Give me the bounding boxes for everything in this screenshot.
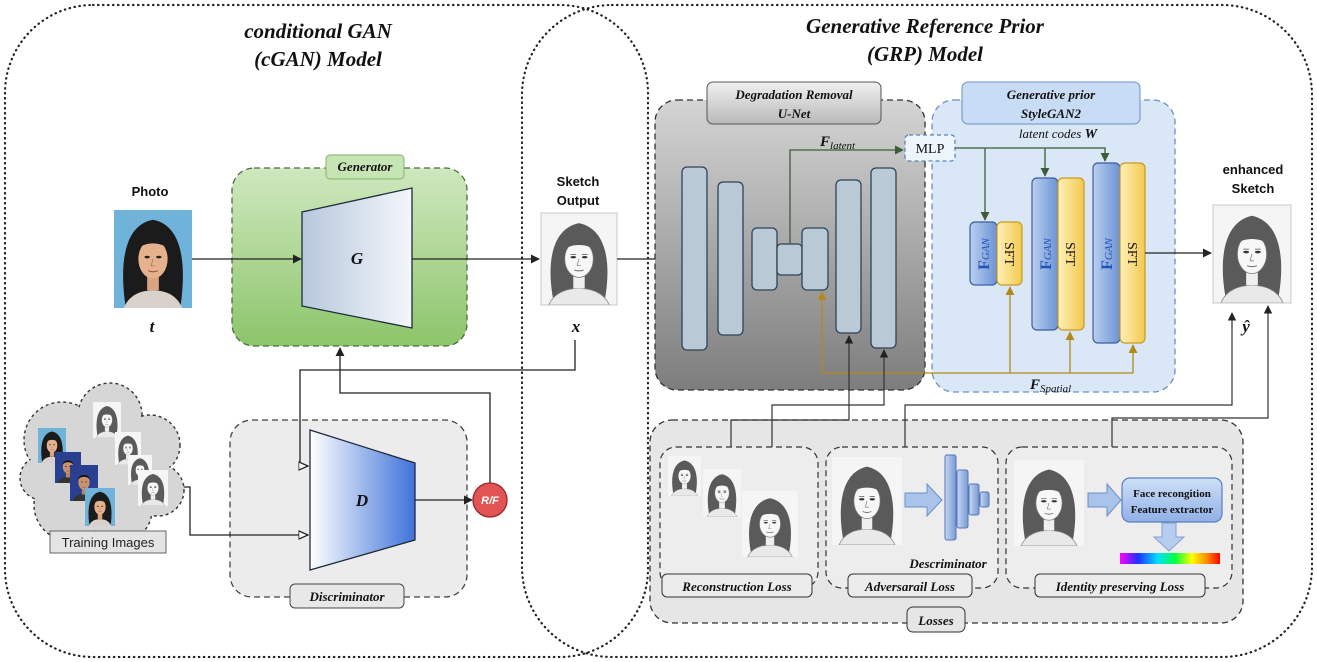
discriminator-network <box>309 429 416 571</box>
fgan-block-3-label: FGAN <box>1099 237 1116 269</box>
training-photo-4 <box>85 488 115 526</box>
sft-block-2 <box>1057 177 1085 331</box>
sketch-output-image <box>541 213 617 305</box>
losses-tab <box>906 606 966 633</box>
sft-block-2-label: SFT <box>1062 242 1077 267</box>
recon-to-decoder2-line <box>730 335 854 447</box>
descriminator-label: Descriminator <box>908 556 987 571</box>
enhanced-label-line1: enhanced <box>1223 162 1284 177</box>
generator-label: Generator <box>338 159 394 174</box>
cgan-title-line1: conditional GAN <box>244 19 392 43</box>
generator-symbol: G <box>351 249 364 268</box>
adversarial-input-arrow <box>904 482 943 518</box>
reconstruction-loss-tab <box>661 573 813 598</box>
identity-sketch <box>1014 460 1084 546</box>
unet-encoder-layer-1 <box>681 166 708 351</box>
sft-block-3-label: SFT <box>1124 242 1139 267</box>
identity-to-output-line <box>1111 305 1273 447</box>
mlp-to-codes-line <box>955 147 1110 162</box>
generative-prior-tab <box>961 81 1141 125</box>
enhanced-sketch-image <box>1213 205 1291 303</box>
adversarial-loss-label: Adversarail Loss <box>864 579 955 594</box>
cgan-title-line2: (cGAN) Model <box>254 47 382 71</box>
generator-network <box>301 187 413 329</box>
photo-image <box>114 210 192 308</box>
feature-vector-bar <box>1120 553 1220 564</box>
real-fake-label: R/F <box>481 495 499 507</box>
enhanced-sketch-frame <box>1212 204 1292 304</box>
sft-block-1 <box>996 221 1023 286</box>
losses-label: Losses <box>917 613 953 628</box>
mlp-label: MLP <box>916 142 945 157</box>
reconstruction-loss-label: Reconstruction Loss <box>681 579 791 594</box>
grp-title-line2: (GRP) Model <box>867 42 983 66</box>
reconstruction-sketch-large <box>742 491 798 557</box>
f-spatial-label: FSpatial <box>1029 377 1071 395</box>
unet-decoder-layer-1 <box>801 227 829 291</box>
identity-input-arrow <box>1087 482 1122 518</box>
unet-encoder-layer-2 <box>717 181 744 336</box>
unet-bottleneck-layer <box>776 243 803 276</box>
adversarial-sketch <box>832 457 902 545</box>
discriminator-symbol: D <box>355 491 368 510</box>
unet-tab <box>706 81 882 125</box>
face-recognition-box <box>1121 477 1223 523</box>
latent-codes-label: latent codes W <box>1019 126 1099 142</box>
grp-region <box>520 3 1314 659</box>
fgan-block-2-label: FGAN <box>1038 237 1055 269</box>
training-images-tab <box>49 530 167 554</box>
sft-block-1-label: SFT <box>1001 242 1016 267</box>
unet-label-line1: Degradation Removal <box>734 87 853 102</box>
training-sketch-4 <box>138 470 168 506</box>
photo-label: Photo <box>132 184 169 199</box>
sketch-output-symbol: x <box>571 317 581 336</box>
sketch-output-label-line1: Sketch <box>557 174 600 189</box>
discriminator-label: Discriminator <box>308 589 385 604</box>
unet-decoder-layer-2 <box>835 179 862 334</box>
unet-encoder-layer-3 <box>751 227 778 291</box>
generative-prior-label-line1: Generative prior <box>1007 87 1096 102</box>
grp-title-line1: Generative Reference Prior <box>806 14 1045 38</box>
reconstruction-sketch-medium <box>703 469 741 517</box>
recon-to-decoder3-line <box>771 349 889 447</box>
sketch-output-label-line2: Output <box>557 193 600 208</box>
generative-prior-label-line2: StyleGAN2 <box>1021 106 1081 121</box>
adversarial-discriminator-stack <box>944 454 990 541</box>
fgan-block-1-label: FGAN <box>976 237 993 269</box>
feature-down-arrow <box>1152 522 1186 552</box>
enhanced-label-line2: Sketch <box>1232 181 1275 196</box>
adversarial-to-output-line <box>904 312 1237 447</box>
adversarial-loss-tab <box>847 573 973 598</box>
sketch-to-discriminator-arrow <box>300 340 576 466</box>
identity-loss-label: Identity preserving Loss <box>1055 579 1185 594</box>
reconstruction-sketch-small <box>668 456 701 496</box>
enhanced-symbol: ŷ <box>1240 317 1250 336</box>
training-images-label: Training Images <box>62 535 155 550</box>
face-recognition-line2: Feature extractor <box>1131 504 1214 516</box>
discriminator-tab <box>289 583 405 609</box>
identity-loss-tab <box>1034 573 1206 598</box>
face-recognition-line1: Face recongition <box>1133 488 1211 500</box>
f-latent-label: Flatent <box>819 134 856 152</box>
latent-to-mlp-line <box>789 145 904 244</box>
generator-tab <box>325 154 405 180</box>
unet-label-line2: U-Net <box>778 106 811 121</box>
photo-symbol: t <box>150 317 156 336</box>
unet-decoder-layer-3 <box>870 167 897 349</box>
